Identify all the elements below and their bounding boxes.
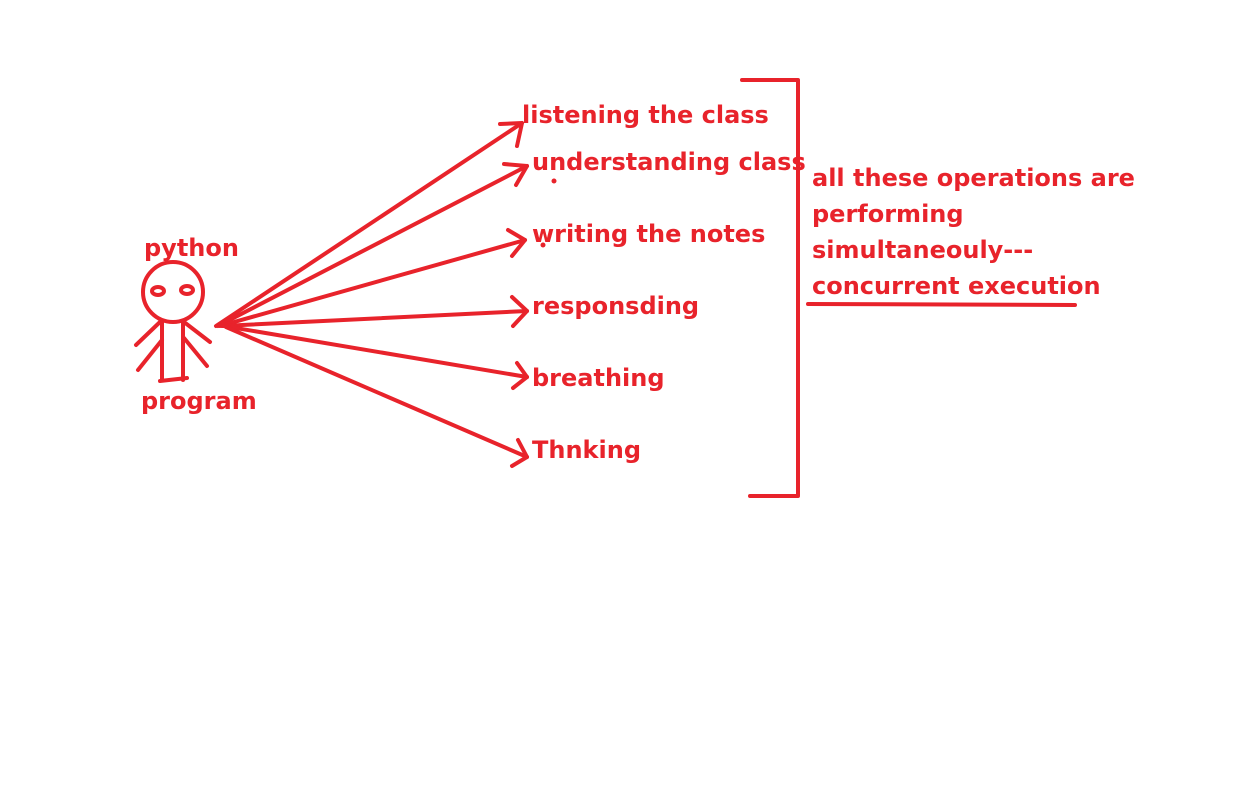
stray-dot [540, 242, 546, 248]
note-line: performing [812, 200, 964, 228]
operation-label-listening: listening the class [522, 101, 769, 129]
figure-left-leg [136, 338, 164, 372]
concurrency-note: all these operations are performing simu… [812, 160, 1135, 304]
figure-right-leg [182, 336, 209, 368]
grouping-bracket [740, 78, 800, 498]
operation-label-understanding: understanding class [532, 148, 806, 176]
arrow-head [510, 438, 529, 468]
arrow-head [506, 228, 527, 258]
figure-label-python: python [144, 234, 239, 262]
arrow-to-thinking [224, 325, 529, 468]
figure-left-eye [150, 285, 166, 297]
operation-label-writing: writing the notes [532, 220, 766, 248]
figure-label-program: program [141, 387, 257, 415]
arrow-to-listening [214, 121, 524, 328]
arrow-shaft [220, 309, 529, 328]
figure-right-eye [179, 284, 195, 296]
arrow-head [510, 295, 529, 328]
arrow-to-writing [218, 228, 527, 328]
note-underline [806, 302, 1077, 307]
note-line: concurrent execution [812, 272, 1101, 300]
note-line: simultaneouly--- [812, 236, 1034, 264]
arrow-shaft [214, 121, 524, 328]
stray-dot [551, 178, 557, 184]
operation-label-breathing: breathing [532, 364, 665, 392]
figure-base [158, 376, 189, 383]
operation-label-responding: responsding [532, 292, 700, 320]
note-line: all these operations are [812, 164, 1135, 192]
figure-left-arm [134, 320, 162, 347]
arrow-to-responding [220, 295, 529, 328]
arrow-to-breathing [222, 324, 529, 390]
figure-right-arm [182, 320, 212, 344]
arrow-head [502, 162, 529, 187]
operation-label-thinking: Thnking [532, 436, 641, 464]
stick-figure [134, 260, 212, 383]
arrow-head [498, 121, 524, 148]
arrow-shaft [224, 325, 529, 459]
arrow-shaft [218, 238, 527, 328]
figure-head [141, 260, 205, 324]
arrow-shaft [222, 324, 529, 379]
arrow-shaft [216, 164, 529, 328]
arrow-head [511, 361, 529, 390]
arrow-to-understanding [216, 162, 529, 328]
